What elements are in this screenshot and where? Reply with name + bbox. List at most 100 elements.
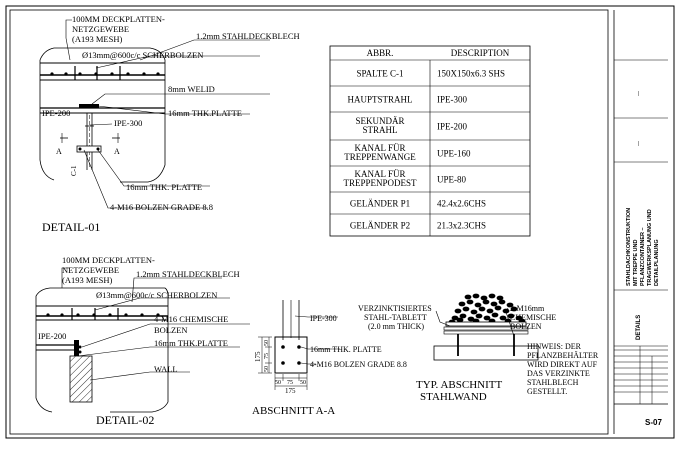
tb-sheet-title: DETAILS (636, 315, 642, 340)
gravel-stone (498, 299, 506, 305)
table-cell-abbr: SEKUNDÄR (355, 116, 404, 126)
d2-ipe200: IPE-200 (38, 331, 66, 341)
aa-dim-75-v: 75 (264, 353, 270, 359)
d1-deck-label-1: 100MM DECKPLATTEN- (72, 14, 165, 24)
gravel-stone (496, 295, 504, 301)
table-cell-abbr: KANAL FÜR (355, 143, 406, 153)
gravel-stone (475, 313, 483, 319)
sw-tablett-1: VERZINKTISIERTES (358, 304, 432, 313)
d2-deck-label-3: (A193 MESH) (62, 275, 112, 285)
gravel-stone (467, 316, 475, 322)
gravel-stone (491, 312, 499, 318)
sw-hinweis-6: GESTELLT. (527, 387, 567, 396)
d1-ipe300: IPE-300 (114, 118, 142, 128)
aa-title: ABSCHNITT A-A (252, 405, 335, 417)
aa-dim-50-top: 50 (264, 340, 270, 346)
detail-01: A A C-1 100MM DECKPLATTEN- NETZGEWEBE (A… (39, 14, 300, 234)
aa-thk-platte: 16mm THK. PLATTE (310, 345, 382, 354)
aa-dim-50-l: 50 (275, 380, 281, 386)
aa-dim-175-v: 175 (254, 351, 262, 362)
d2-title: DETAIL-02 (96, 413, 154, 427)
table-header-description: DESCRIPTION (451, 48, 510, 58)
sw-bolzen-2: CHEMISCHE (510, 313, 556, 322)
gravel-stone (486, 308, 494, 314)
section-a-left: A (56, 147, 62, 156)
gravel-stone (464, 294, 472, 300)
aa-dim-75-h: 75 (287, 380, 293, 386)
d1-title: DETAIL-01 (42, 220, 100, 234)
gravel-stone (506, 302, 514, 308)
section-aa: 175 50 75 50 50 75 50 175 IPE-300 16mm T… (252, 300, 407, 417)
gravel-stone (507, 313, 515, 319)
gravel-stone (499, 315, 507, 321)
column-tag: C-1 (70, 165, 78, 176)
sw-bolzen-3: BOLZEN (510, 322, 542, 331)
d1-bolzen: 4-M16 BOLZEN GRADE 8.8 (110, 202, 213, 212)
sw-title-1: TYP. ABSCHNITT (416, 379, 502, 391)
table-cell-description: IPE-300 (437, 95, 467, 105)
aa-bolzen: 4-M16 BOLZEN GRADE 8.8 (310, 360, 407, 369)
sw-bolzen-1: 2-M16mm (510, 304, 545, 313)
gravel-stone (483, 315, 491, 321)
gravel-stone (458, 301, 466, 307)
detail-02: 100MM DECKPLATTEN- NETZGEWEBE (A193 MESH… (35, 255, 250, 427)
d2-thk-platte: 16mm THK.PLATTE (154, 338, 228, 348)
d2-scherbolzen: Ø13mm@600c/c SCHERBOLZEN (96, 290, 217, 300)
gravel-stone (456, 317, 464, 323)
stahlwand-section: VERZINKTISIERTES STAHL-TABLETT (2.0 mm T… (358, 293, 599, 403)
gravel-stone (480, 295, 488, 301)
drawing-frame (9, 9, 609, 435)
tb-rev-2: — (636, 141, 642, 146)
d1-stahldeckblech: 1.2mm STAHLDECKBLECH (196, 31, 300, 41)
table-cell-abbr: TREPPENWANGE (344, 152, 416, 162)
table-cell-abbr: KANAL FÜR (355, 169, 406, 179)
table-cell-abbr: HAUPTSTRAHL (347, 95, 412, 105)
d1-deck-label-2: NETZGEWEBE (72, 24, 129, 34)
tb-project-5: DETAILPLANUNG (654, 239, 660, 286)
tb-project-3: PFLANZCONTAINER – (640, 227, 646, 286)
sw-title-2: STAHLWAND (420, 391, 487, 403)
gravel-stone (466, 299, 474, 305)
gravel-stone (454, 308, 462, 314)
section-a-right: A (114, 147, 120, 156)
gravel-stone (451, 315, 459, 321)
sw-hinweis-5: STAHLBLECH (527, 378, 579, 387)
gravel-stone (482, 299, 490, 305)
tb-rev-1: — (636, 91, 642, 96)
gravel-stone (502, 308, 510, 314)
table-cell-abbr: STRAHL (362, 125, 397, 135)
sw-tablett-3: (2.0 mm THICK) (368, 322, 424, 331)
table-cell-description: 21.3x2.3CHS (437, 221, 486, 231)
gravel-stone (490, 301, 498, 307)
sw-hinweis-2: PFLANZBEHÄLTER (527, 351, 599, 360)
schedule-table: ABBR. DESCRIPTION SPALTE C-1 150X150x6.3 SH… (329, 45, 531, 237)
sw-hinweis-4: DAS VERZINKTE (527, 369, 590, 378)
gravel-stone (474, 302, 482, 308)
d2-chem-bolzen-1: 4-M16 CHEMISCHE (154, 314, 228, 324)
sw-hinweis-1: HINWEIS: DER (527, 342, 582, 351)
table-cell-abbr: SPALTE C-1 (356, 69, 403, 79)
d2-wall: WALL (154, 364, 178, 374)
table-cell-abbr: GELÄNDER P2 (350, 221, 410, 231)
title-block: — — STAHLDACHKONSTRUKTION MIT TREPPE UND… (613, 10, 668, 434)
gravel-stone (459, 313, 467, 319)
d2-stahldeckblech: 1.2mm STAHLDECKBLECH (136, 269, 240, 279)
d2-deck-label-1: 100MM DECKPLATTEN- (62, 255, 155, 265)
gravel-stone (510, 306, 518, 312)
d1-thk-platte-top: 16mm THK.PLATTE (168, 108, 242, 118)
table-cell-description: UPE-80 (437, 175, 466, 185)
sw-tablett-2: STAHL-TABLETT (364, 313, 427, 322)
table-cell-description: 42.4x2.6CHS (437, 199, 486, 209)
aa-dim-50-bot: 50 (264, 366, 270, 372)
table-cell-description: IPE-200 (437, 122, 467, 132)
aa-dim-175-h: 175 (285, 387, 296, 395)
table-header-abbr: ABBR. (367, 48, 394, 58)
d1-deck-label-3: (A193 MESH) (72, 34, 122, 44)
sheet-border (5, 5, 675, 439)
tb-project-1: STAHLDACHKONSTRUKTION (626, 208, 632, 286)
table-cell-description: 150X150x6.3 SHS (437, 69, 505, 79)
d1-welid: 8mm WELID (168, 84, 215, 94)
d1-scherbolzen: Ø13mm@600c/c SCHERBOLZEN (82, 50, 203, 60)
d2-deck-label-2: NETZGEWEBE (62, 265, 119, 275)
